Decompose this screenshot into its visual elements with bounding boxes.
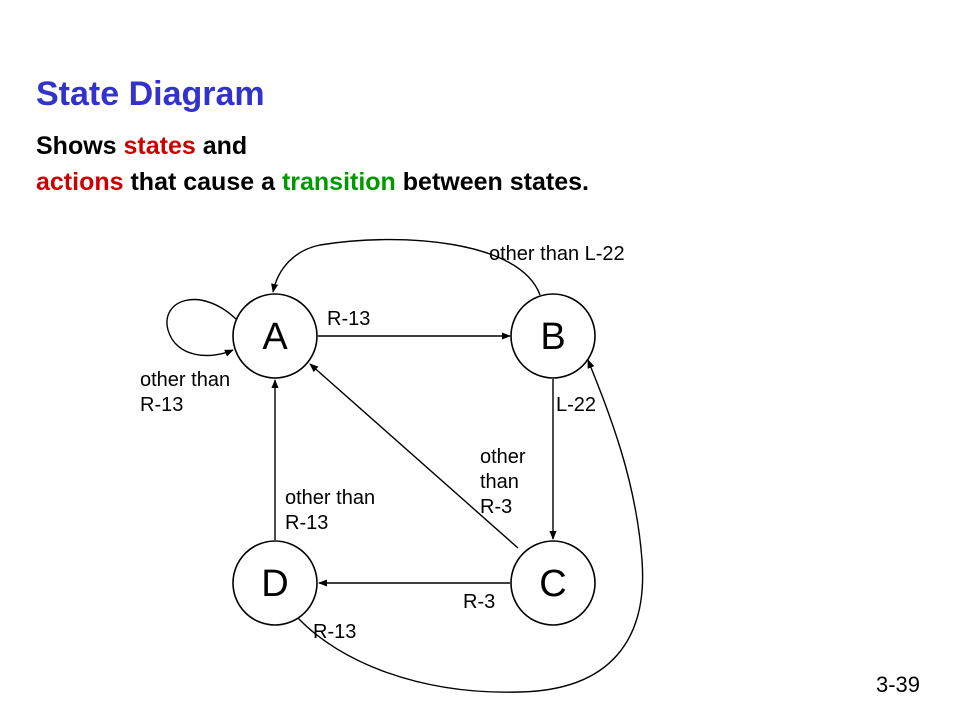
subtitle-segment: between states.	[395, 168, 589, 196]
transition-d-b: R-13	[297, 359, 644, 693]
subtitle-segment-highlight: transition	[281, 168, 396, 196]
transition-b-a: other than L-22	[271, 238, 625, 296]
transition-a-b: R-13	[318, 308, 511, 340]
transition-label: other than L-22	[489, 243, 625, 265]
subtitle-segment: and	[195, 132, 248, 160]
state-node-c: C	[510, 540, 596, 626]
state-node-d: D	[232, 540, 318, 626]
transition-label: R-3	[463, 591, 495, 613]
transition-label: R-13	[313, 621, 356, 643]
transition-label: R-13	[140, 394, 183, 416]
state-node-b: B	[510, 293, 596, 379]
transition-label: L-22	[556, 394, 596, 416]
transition-label: R-13	[327, 308, 370, 330]
transition-a-self: other than R-13	[140, 298, 237, 416]
state-node-a: A	[232, 293, 318, 379]
state-label: C	[539, 563, 566, 605]
transition-label: R-3	[480, 496, 512, 518]
slide-title: State Diagram	[36, 75, 265, 113]
subtitle-segment: that cause a	[123, 168, 282, 196]
state-label: A	[262, 316, 288, 358]
subtitle-line-1: Shows states and	[36, 128, 589, 164]
subtitle-segment-highlight: actions	[36, 168, 124, 196]
transition-label: other	[480, 446, 526, 468]
transition-label: other than	[140, 369, 230, 391]
transition-label: R-13	[285, 512, 328, 534]
subtitle-segment-highlight: states	[123, 132, 196, 160]
subtitle-segment: Shows	[36, 132, 124, 160]
state-label: D	[261, 563, 288, 605]
transition-b-c: L-22	[549, 379, 596, 540]
state-label: B	[540, 316, 565, 358]
transition-c-d: R-3	[318, 579, 510, 613]
slide-subtitle: Shows states and actions that cause a tr…	[36, 128, 589, 200]
subtitle-line-2: actions that cause a transition between …	[36, 164, 589, 200]
page-number: 3-39	[875, 672, 920, 697]
transition-label: other than	[285, 487, 375, 509]
transition-d-a: other than R-13	[271, 379, 375, 540]
transition-label: than	[480, 471, 519, 493]
transition-c-a: other than R-3	[309, 363, 526, 549]
